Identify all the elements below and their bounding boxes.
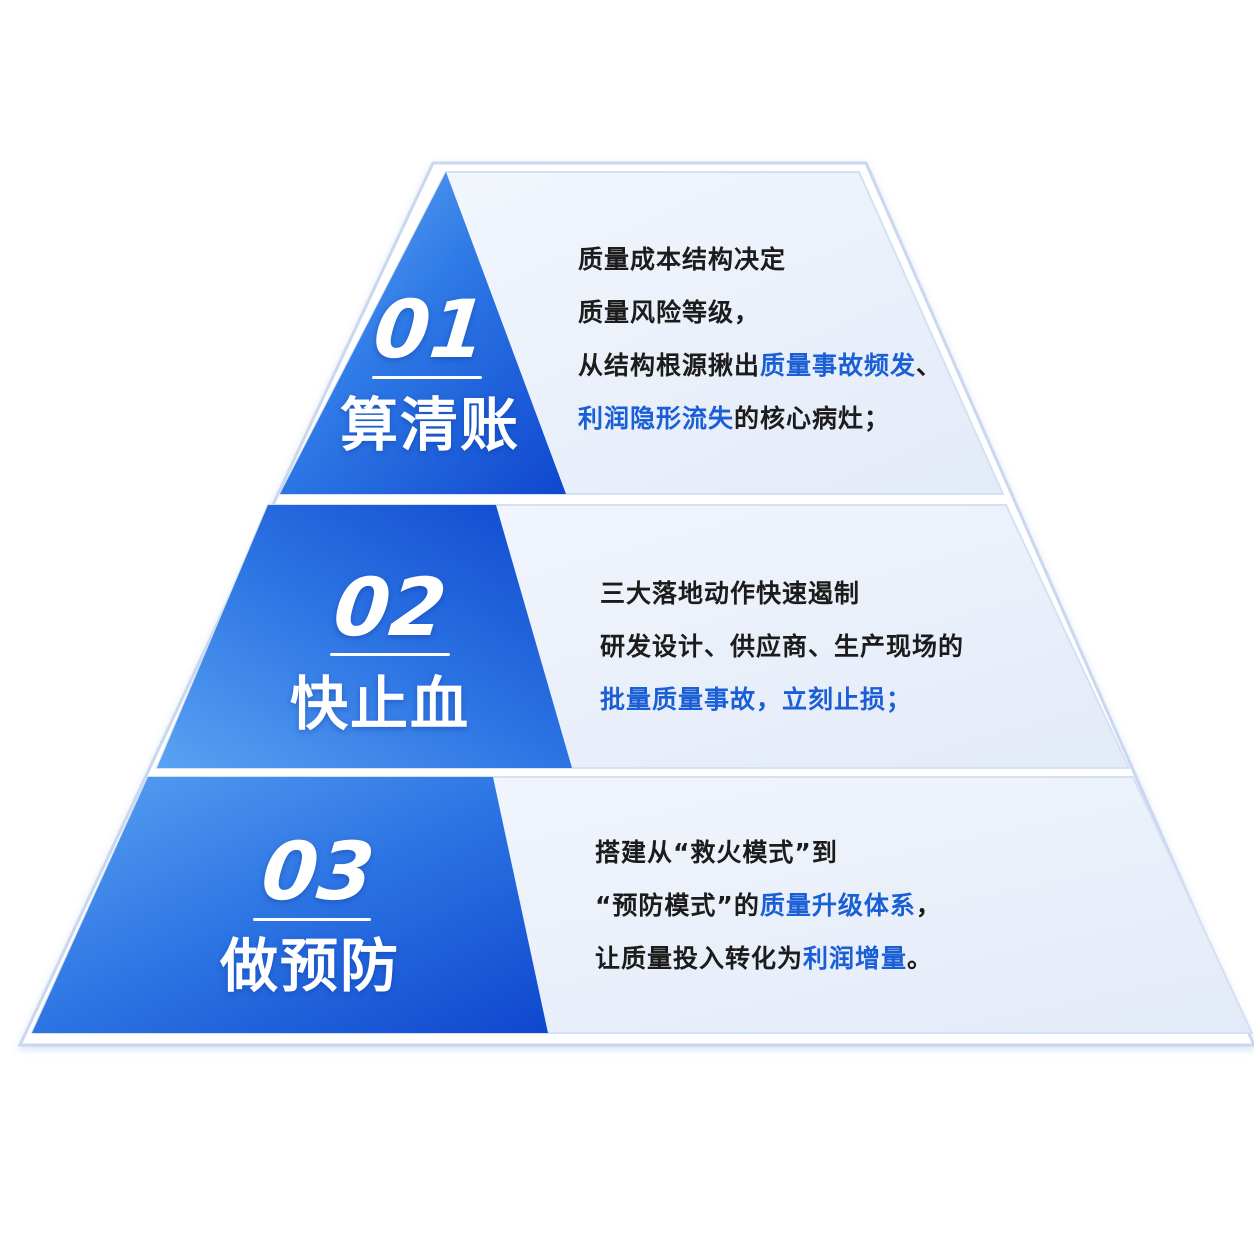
tier-2-trapezoid [157,505,572,768]
tier-3-description: 搭建从“救火模式”到“预防模式”的质量升级体系，让质量投入转化为利润增量。 [595,826,942,985]
tier-2-description: 三大落地动作快速遏制研发设计、供应商、生产现场的批量质量事故，立刻止损； [600,567,964,726]
tier-1-line: 利润隐形流失的核心病灶； [578,392,942,445]
highlight-text: 质量事故频发 [760,351,917,380]
body-text: “预防模式”的 [595,891,760,920]
body-text: 搭建从“救火模式”到 [595,838,838,867]
tier-1-triangle [280,172,566,494]
tier-2-title: 快止血 [289,670,470,738]
tier-1-line: 从结构根源揪出质量事故频发、 [578,339,942,392]
tier-3-trapezoid [32,777,548,1033]
tier-2-line: 批量质量事故，立刻止损； [600,673,964,726]
tier-3-line: 让质量投入转化为利润增量。 [595,932,942,985]
tier-1-description: 质量成本结构决定质量风险等级，从结构根源揪出质量事故频发、利润隐形流失的核心病灶… [578,233,942,445]
tier-1-title: 算清账 [339,391,520,459]
tier-3-line: “预防模式”的质量升级体系， [595,879,942,932]
tier-2-underline [330,653,450,656]
highlight-text: 利润增量 [803,944,908,973]
body-text: 三大落地动作快速遏制 [600,579,861,608]
body-text: 让质量投入转化为 [595,944,804,973]
body-text: 的核心病灶； [734,404,891,433]
tier-1-line: 质量成本结构决定 [578,233,942,286]
tier-3-title: 做预防 [219,932,400,1000]
body-text: 。 [907,944,934,973]
tier-2-number: 02 [329,561,451,654]
tier-3-line: 搭建从“救火模式”到 [595,826,942,879]
body-text: 从结构根源揪出 [578,351,761,380]
tier-3-number: 03 [257,825,379,918]
highlight-text: 质量升级体系 [759,891,916,920]
tier-1-underline [372,376,482,379]
body-text: 质量风险等级， [578,298,761,327]
body-text: 研发设计、供应商、生产现场的 [600,632,965,661]
body-text: 质量成本结构决定 [578,245,787,274]
body-text: ， [915,891,942,920]
tier-2-line: 三大落地动作快速遏制 [600,567,964,620]
tier-1-line: 质量风险等级， [578,286,942,339]
tier-2-line: 研发设计、供应商、生产现场的 [600,620,964,673]
tier-1-number: 01 [369,283,491,376]
highlight-text: 批量质量事故，立刻止损； [600,685,913,714]
tier-3-underline [253,918,371,921]
highlight-text: 利润隐形流失 [578,404,735,433]
body-text: 、 [916,351,943,380]
